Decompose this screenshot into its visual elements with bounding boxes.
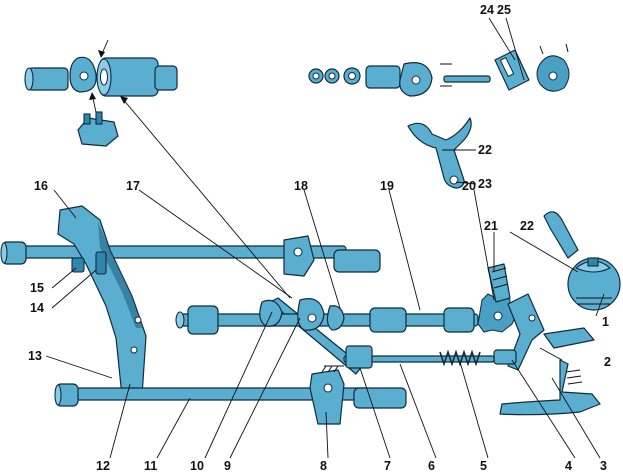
callout-1: 1 — [602, 315, 609, 329]
callout-13: 13 — [28, 349, 42, 363]
callout-21: 21 — [484, 219, 498, 233]
callout-3: 3 — [600, 459, 607, 473]
callout-7: 7 — [384, 459, 391, 473]
callout-9: 9 — [224, 459, 231, 473]
callout-5: 5 — [480, 459, 487, 473]
callout-25: 25 — [497, 3, 511, 17]
main-assembly — [0, 205, 621, 425]
callout-10: 10 — [190, 459, 204, 473]
callout-24: 24 — [480, 3, 494, 17]
coupling-detail — [24, 39, 178, 147]
callout-2: 2 — [604, 355, 611, 369]
leader-lines — [45, 17, 605, 459]
callout-16: 16 — [34, 179, 48, 193]
callout-23: 23 — [478, 177, 492, 191]
callout-6: 6 — [428, 459, 435, 473]
callout-8: 8 — [320, 459, 327, 473]
callout-20: 20 — [462, 179, 476, 193]
callout-18: 18 — [294, 179, 308, 193]
callout-22-detail: 22 — [478, 143, 492, 157]
callout-19: 19 — [380, 179, 394, 193]
callout-17: 17 — [126, 179, 140, 193]
callout-11: 11 — [144, 459, 157, 473]
selector-detail — [308, 43, 570, 189]
callout-15: 15 — [30, 281, 44, 295]
callout-14: 14 — [30, 301, 44, 315]
callout-labels: 1 2 3 4 5 6 7 8 9 10 11 12 13 14 15 16 1… — [28, 3, 611, 473]
callout-22-main: 22 — [520, 219, 534, 233]
callout-12: 12 — [96, 459, 110, 473]
callout-4: 4 — [565, 459, 572, 473]
